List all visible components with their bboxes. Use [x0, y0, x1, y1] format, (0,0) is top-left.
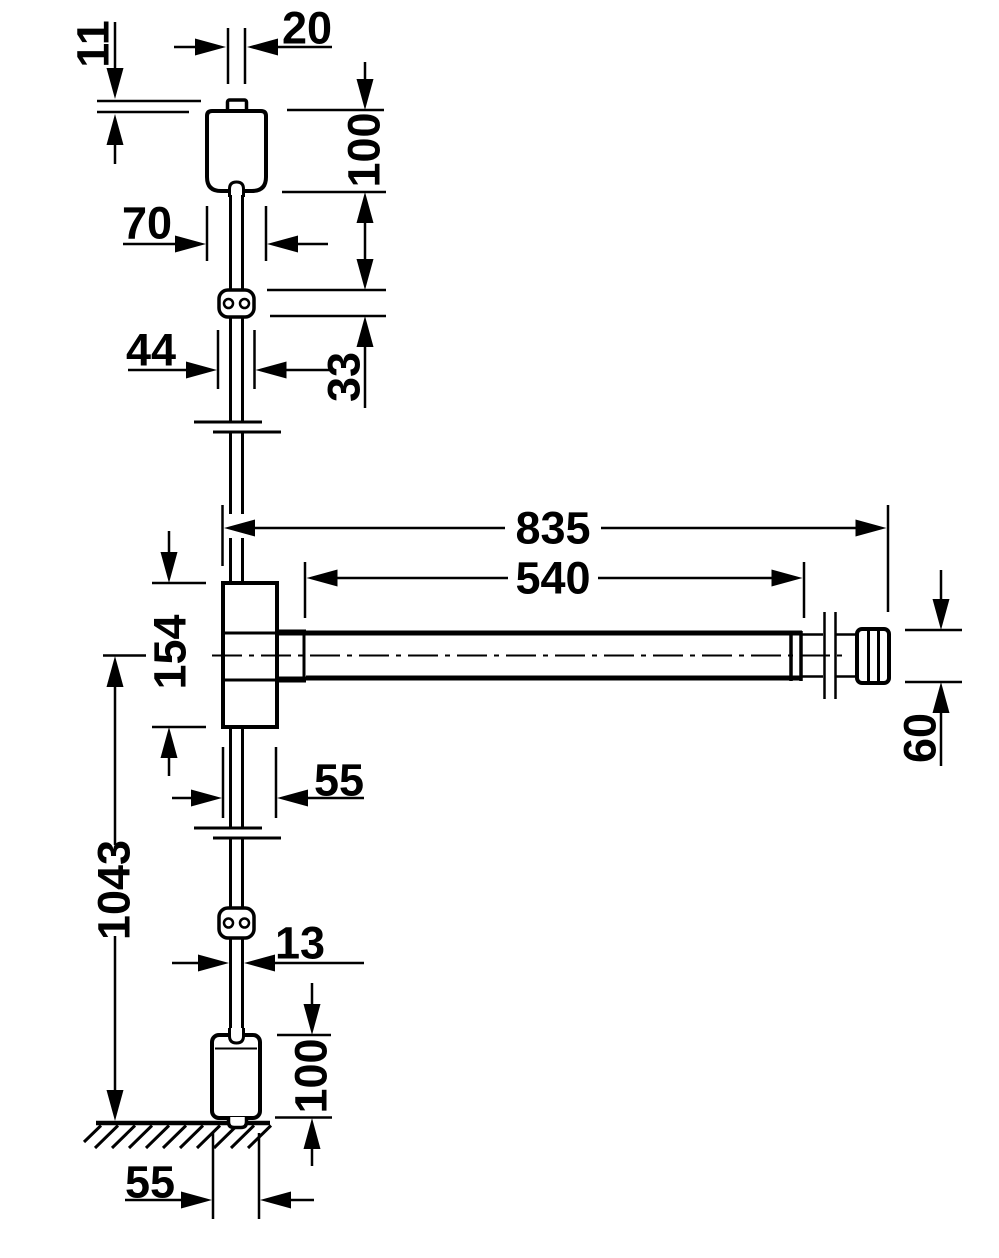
lower-rod-guide	[217, 906, 256, 940]
dim-case-width	[172, 747, 364, 818]
dim-label-bolt-projection: 11	[68, 20, 119, 68]
screw-hole	[222, 297, 235, 310]
arrowhead	[855, 519, 887, 537]
arrowhead	[247, 38, 278, 56]
bar-end-cap	[855, 627, 891, 685]
bottom-bolt-foot	[226, 1117, 249, 1130]
dim-bottom-case-width	[125, 1133, 314, 1219]
arrowhead	[181, 1191, 212, 1209]
screw-hole	[238, 297, 251, 310]
dimension-labels: 11 20 100 70 44 33 835 540 154 55 13 104…	[68, 3, 946, 1208]
dim-label-bar-length: 540	[515, 553, 590, 604]
arrowhead	[260, 1191, 291, 1209]
arrowhead	[224, 519, 255, 537]
dim-label-axis-to-floor: 1043	[89, 840, 140, 940]
arrowhead	[303, 1118, 321, 1149]
arrowhead	[255, 361, 287, 379]
floor-hatching	[82, 1124, 273, 1150]
arrowhead	[106, 114, 124, 145]
arrowhead	[244, 954, 275, 972]
arrowhead	[932, 599, 950, 630]
dim-label-case-width: 55	[314, 755, 364, 806]
arrowhead	[356, 192, 374, 223]
dim-total-length	[221, 505, 890, 612]
arrowhead	[267, 235, 298, 253]
dim-label-bottom-case-width: 55	[125, 1157, 175, 1208]
dim-label-bottom-case-height: 100	[286, 1038, 337, 1113]
dim-keeper-width	[123, 206, 328, 261]
arrowhead	[175, 235, 206, 253]
arrowhead	[160, 552, 178, 583]
arrowhead	[198, 954, 229, 972]
dim-label-guide-width: 44	[126, 325, 176, 376]
dimension-lines	[97, 22, 962, 1219]
bottom-case-body	[210, 1033, 262, 1120]
top-keeper	[205, 98, 268, 197]
dim-label-keeper-width: 70	[122, 198, 172, 249]
dim-axis-to-floor	[103, 654, 146, 1121]
arrowhead	[191, 789, 222, 807]
lower-rod	[194, 729, 281, 1029]
dim-guide-width	[128, 330, 331, 389]
upper-rod-guide	[217, 288, 256, 319]
top-keeper-box	[205, 109, 268, 193]
arrowhead	[160, 727, 178, 758]
dim-bar-end-height	[905, 570, 962, 766]
dim-keeper-height-chain	[267, 62, 386, 408]
dim-label-guide-height: 33	[319, 352, 370, 402]
dim-label-rod-diameter: 13	[275, 918, 325, 969]
dim-label-keeper-height: 100	[339, 112, 390, 187]
screw-hole	[238, 917, 251, 929]
arrowhead	[356, 316, 374, 347]
arrowhead	[356, 259, 374, 290]
rod-guide-body	[217, 288, 256, 319]
arrowhead	[303, 1004, 321, 1035]
arrowhead	[306, 569, 338, 587]
arrowhead	[186, 361, 217, 379]
bottom-case	[210, 1028, 262, 1130]
dim-label-bar-end-height: 60	[895, 713, 946, 763]
dim-label-total-length: 835	[515, 503, 590, 554]
dim-label-bolt-width: 20	[282, 3, 332, 54]
arrowhead	[932, 682, 950, 713]
dim-label-case-height: 154	[145, 614, 196, 689]
dim-bottom-case-height	[275, 983, 332, 1166]
rod-guide-body	[217, 906, 256, 940]
dim-bolt-width	[174, 28, 332, 84]
arrowhead	[106, 656, 124, 687]
arrowhead	[195, 38, 226, 56]
arrowhead	[106, 1090, 124, 1121]
dim-bolt-projection	[97, 22, 201, 164]
rod-top-socket	[228, 180, 245, 197]
rod-bottom-end	[228, 1028, 245, 1045]
dim-bar-length	[303, 562, 806, 618]
dim-case-height	[152, 531, 206, 776]
arrowhead	[106, 68, 124, 99]
arrowhead	[277, 789, 308, 807]
screw-hole	[222, 917, 235, 929]
arrowhead	[356, 79, 374, 110]
arrowhead	[771, 569, 803, 587]
dim-rod-diameter	[172, 954, 364, 972]
